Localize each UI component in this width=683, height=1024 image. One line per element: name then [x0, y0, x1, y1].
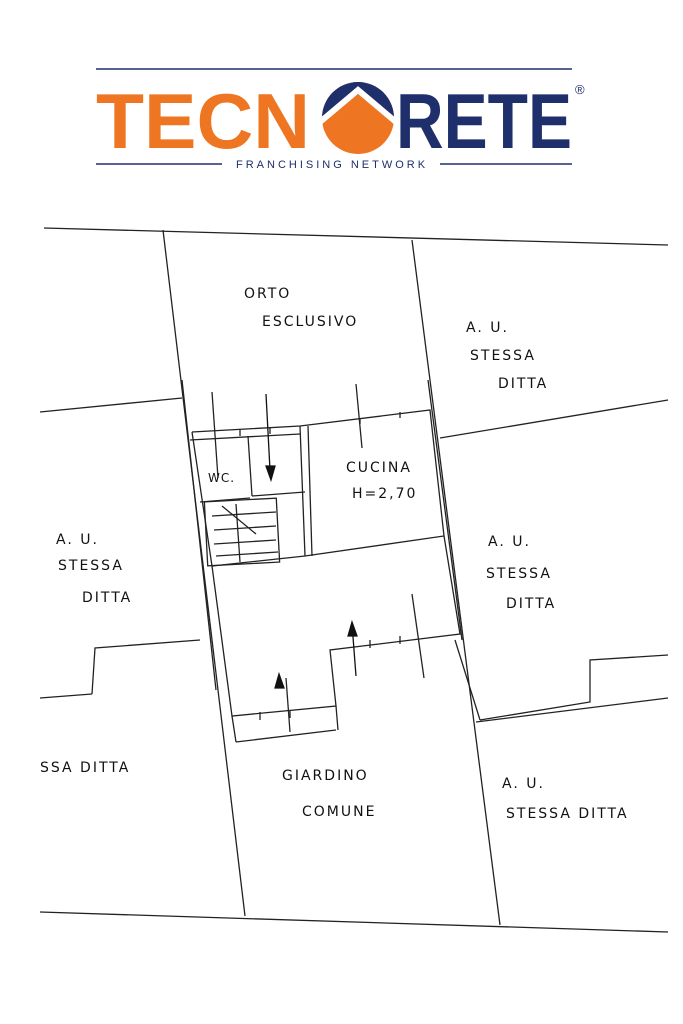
label-au-midright: A. U. [488, 534, 531, 550]
label-orto: ORTO [244, 286, 291, 302]
label-stessa-midright: STESSA [486, 566, 552, 582]
label-cucina: CUCINA [346, 460, 412, 476]
entry-arrows [265, 393, 358, 689]
label-esclusivo: ESCLUSIVO [262, 314, 358, 330]
label-giardino: GIARDINO [282, 768, 369, 784]
floor-plan: ORTO ESCLUSIVO A. U. STESSA DITTA WC. CU… [39, 227, 669, 933]
label-stessa-left: STESSA [58, 558, 124, 574]
label-comune: COMUNE [302, 804, 376, 820]
label-stessa-ditta-bottomright: STESSA DITTA [506, 806, 629, 822]
logo-tagline: FRANCHISING NETWORK [236, 159, 428, 171]
label-ditta-topright: DITTA [498, 376, 548, 392]
plan-linework [39, 227, 669, 933]
label-ditta-left: DITTA [82, 590, 132, 606]
label-stessa-topright: STESSA [470, 348, 536, 364]
label-au-left: A. U. [56, 532, 99, 548]
logo-registered-mark: ® [575, 82, 585, 97]
label-ditta-midright: DITTA [506, 596, 556, 612]
label-height: H=2,70 [352, 486, 417, 502]
label-left-cut: SSA DITTA [40, 760, 130, 776]
label-au-topright: A. U. [466, 320, 509, 336]
label-wc: WC. [208, 471, 235, 485]
logo-brand-left: TECN [96, 77, 310, 165]
label-au-bottomright: A. U. [502, 776, 545, 792]
logo-house-o-icon [318, 82, 398, 154]
tecnorete-logo: TECN RETE ® FRANCHISING NETWORK [96, 68, 585, 171]
logo-brand-right: RETE [396, 77, 572, 165]
